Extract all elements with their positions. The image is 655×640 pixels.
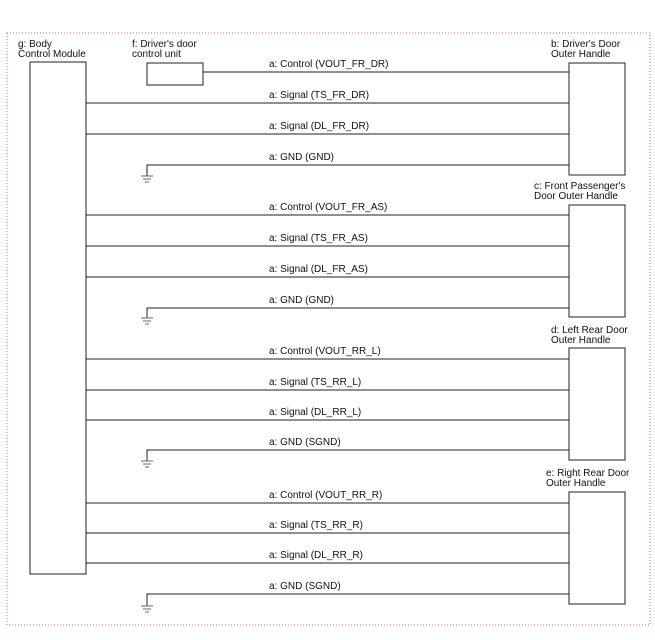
right-rear-door-handle-box <box>568 491 626 605</box>
wire-gnd-fr-dr <box>146 164 569 176</box>
wire-label-dl-fr-as: a: Signal (DL_FR_AS) <box>269 264 368 275</box>
wire-gnd-fr-as <box>146 307 569 318</box>
bcm-label-line2: Control Module <box>18 49 86 60</box>
driver-door-control-unit-box <box>146 62 204 86</box>
bcm-label-line1: g: Body <box>18 39 52 50</box>
diagram-border <box>6 32 651 626</box>
ground-icon <box>141 317 153 325</box>
left-rear-door-handle-box <box>568 347 626 461</box>
handle-d-label-line1: d: Left Rear Door <box>551 325 628 336</box>
handle-b-label-line1: b: Driver's Door <box>551 39 621 50</box>
handle-e-label-line2: Outer Handle <box>546 478 606 489</box>
wire-label-vout-fr-as: a: Control (VOUT_FR_AS) <box>269 202 387 213</box>
handle-e-label-line1: e: Right Rear Door <box>546 468 630 479</box>
front-passenger-door-handle-box <box>568 204 626 318</box>
ground-icon <box>141 175 153 183</box>
wire-label-dl-fr-dr: a: Signal (DL_FR_DR) <box>269 121 369 132</box>
wire-label-vout-rr-r: a: Control (VOUT_RR_R) <box>269 490 382 501</box>
driver-door-handle-box <box>568 62 626 176</box>
handle-c-label-line1: c: Front Passenger's <box>534 181 625 192</box>
driver-unit-label-line2: control unit <box>132 49 181 60</box>
wire-label-ts-rr-r: a: Signal (TS_RR_R) <box>269 520 363 531</box>
wire-label-vout-fr-dr: a: Control (VOUT_FR_DR) <box>269 59 388 70</box>
ground-icon <box>141 605 153 613</box>
handle-b-label-line2: Outer Handle <box>551 49 611 60</box>
handle-c-label-line2: Door Outer Handle <box>534 191 618 202</box>
wire-label-gnd-rr-l: a: GND (SGND) <box>269 437 341 448</box>
wire-label-ts-fr-as: a: Signal (TS_FR_AS) <box>269 233 368 244</box>
wire-label-dl-rr-l: a: Signal (DL_RR_L) <box>269 407 361 418</box>
driver-unit-label-line1: f: Driver's door <box>132 39 197 50</box>
wire-label-vout-rr-l: a: Control (VOUT_RR_L) <box>269 346 381 357</box>
wire-gnd-rr-l <box>146 449 569 461</box>
wire-label-gnd-fr-as: a: GND (GND) <box>269 295 334 306</box>
wire-label-gnd-fr-dr: a: GND (GND) <box>269 152 334 163</box>
wire-label-dl-rr-r: a: Signal (DL_RR_R) <box>269 550 363 561</box>
handle-d-label-line2: Outer Handle <box>551 335 611 346</box>
wire-label-ts-fr-dr: a: Signal (TS_FR_DR) <box>269 90 369 101</box>
wire-label-ts-rr-l: a: Signal (TS_RR_L) <box>269 377 361 388</box>
body-control-module-box <box>29 61 87 575</box>
ground-icon <box>141 460 153 468</box>
wire-gnd-rr-r <box>146 593 569 606</box>
wire-label-gnd-rr-r: a: GND (SGND) <box>269 581 341 592</box>
